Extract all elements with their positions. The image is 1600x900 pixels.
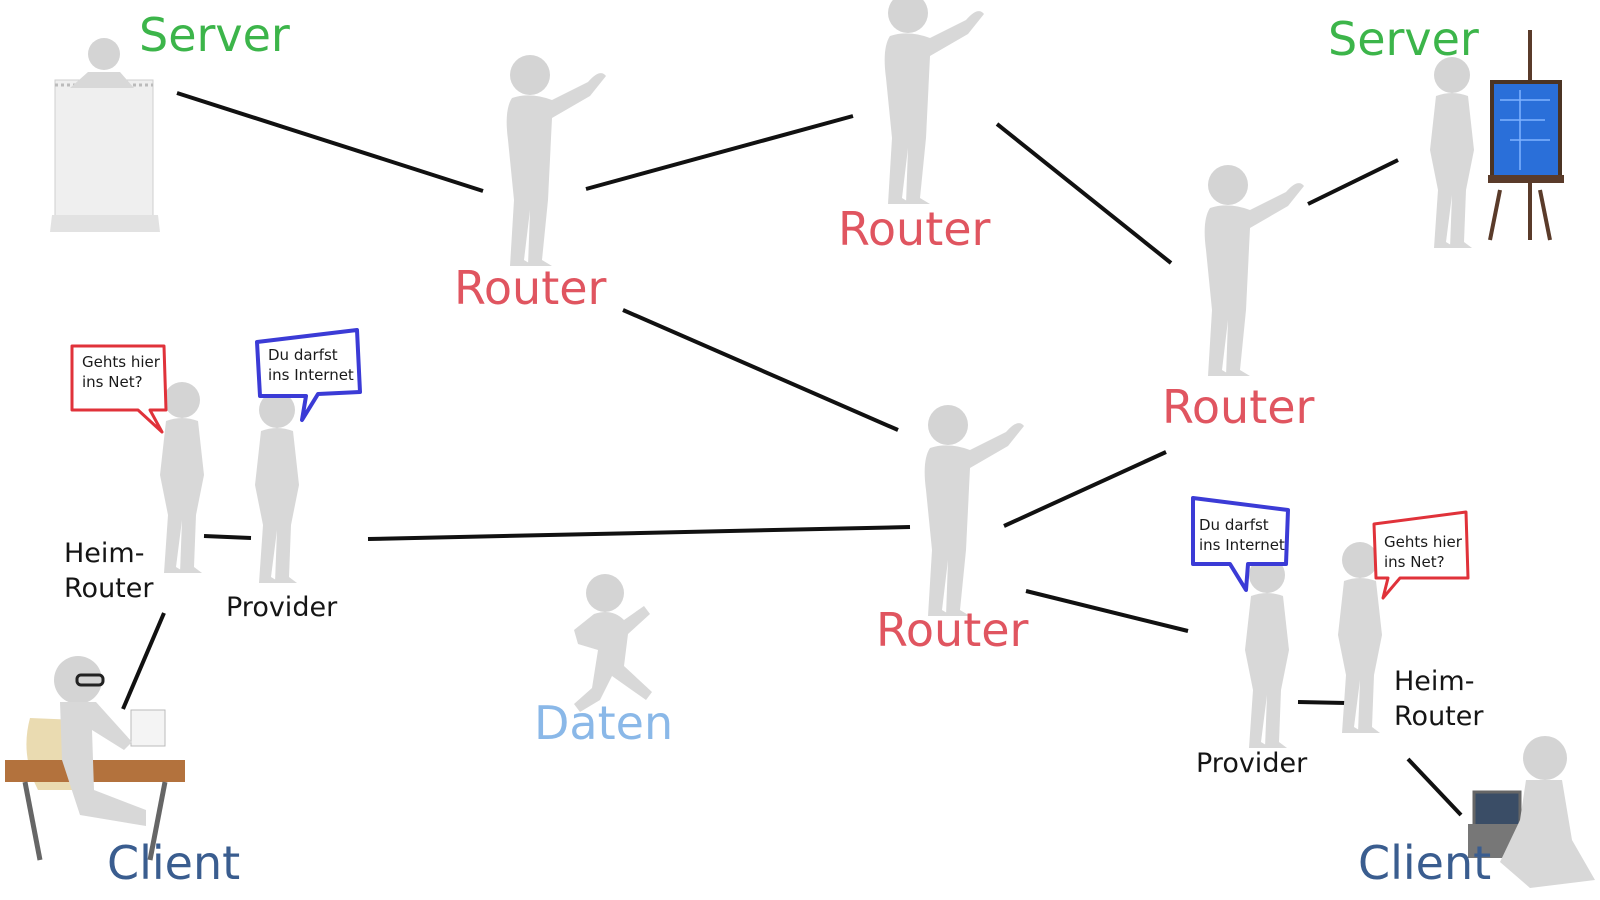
client-right-figure bbox=[1468, 736, 1595, 888]
link-heim-right-client-right bbox=[1406, 757, 1463, 817]
link-router-tc-router-right bbox=[995, 122, 1173, 265]
label-daten: Daten bbox=[534, 696, 674, 750]
provider-left-figure bbox=[255, 392, 299, 583]
router-center-figure bbox=[924, 405, 1024, 616]
daten-running-figure bbox=[574, 574, 652, 712]
speech-bubble-right-blue bbox=[1191, 496, 1290, 592]
label-router-right: Router bbox=[1162, 380, 1315, 434]
link-router-center-router-right bbox=[1003, 450, 1167, 528]
label-router-center: Router bbox=[876, 603, 1029, 657]
label-router-top-center: Router bbox=[838, 202, 991, 256]
server-right-figure bbox=[1430, 30, 1564, 248]
bubble-text-right-blue: Du darfst ins Internet bbox=[1199, 516, 1285, 554]
speech-bubble-left-red bbox=[70, 344, 168, 434]
label-provider-right: Provider bbox=[1196, 748, 1308, 779]
link-server-left-router-tl bbox=[176, 91, 484, 193]
router-top-left-figure bbox=[506, 55, 606, 266]
server-left-figure bbox=[50, 38, 160, 232]
link-router-right-server-right bbox=[1307, 158, 1399, 206]
router-right-figure bbox=[1204, 165, 1304, 376]
label-heim-router-right: Heim- Router bbox=[1394, 666, 1484, 733]
bubble-text-left-blue: Du darfst ins Internet bbox=[268, 346, 354, 384]
provider-right-figure bbox=[1245, 557, 1289, 748]
label-client-right: Client bbox=[1358, 836, 1492, 890]
link-router-tl-router-center bbox=[622, 308, 899, 432]
link-heim-left-client-left bbox=[121, 612, 166, 710]
link-heim-left-provider-left bbox=[203, 534, 252, 540]
link-router-center-provider-right bbox=[1025, 589, 1189, 633]
label-router-top-left: Router bbox=[454, 261, 607, 315]
bubble-text-left-red: Gehts hier ins Net? bbox=[82, 353, 160, 391]
label-server-right: Server bbox=[1328, 12, 1479, 66]
label-client-left: Client bbox=[107, 836, 241, 890]
speech-bubble-left-blue bbox=[255, 328, 362, 422]
label-heim-router-left: Heim- Router bbox=[64, 538, 154, 605]
bubble-text-right-red: Gehts hier ins Net? bbox=[1384, 533, 1462, 571]
router-top-center-figure bbox=[884, 0, 984, 204]
link-provider-right-heim-right bbox=[1297, 700, 1347, 705]
speech-bubble-right-red bbox=[1372, 510, 1470, 600]
label-provider-left: Provider bbox=[226, 592, 338, 623]
client-left-figure bbox=[5, 656, 185, 861]
link-provider-left-router-center bbox=[367, 525, 911, 541]
label-server-left: Server bbox=[139, 8, 290, 62]
link-router-tl-router-tc bbox=[585, 114, 854, 191]
